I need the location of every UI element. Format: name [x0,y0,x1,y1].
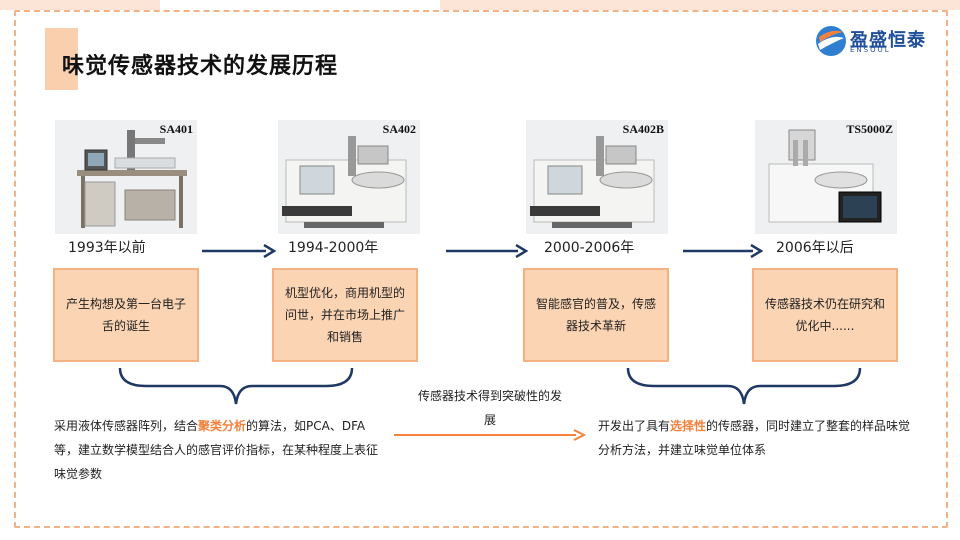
era-label: 1994-2000年 [288,240,379,256]
stage-card: 机型优化，商用机型的问世，并在市场上推广和销售 [272,268,418,362]
timeline-arrow-icon [202,244,276,258]
model-label: TS5000Z [846,122,893,136]
stage-description: 产生构想及第一台电子舌的诞生 [65,297,186,333]
summary-text: 的算法，如PCA、DFA等，建立数学模型结合人的感官评价指标，在某种程度上表征味… [54,419,379,481]
product-image-sa402: SA402 [278,120,420,234]
summary-text: 采用液体传感器阵列，结合 [54,419,199,433]
model-label: SA401 [159,122,193,136]
instrument-sa402-icon [282,136,407,228]
logo-text-en: ENSOUL [850,46,891,54]
right-summary: 开发出了具有选择性的传感器，同时建立了整套的样品味觉分析方法，并建立味觉单位体系 [598,414,918,462]
summary-text: 开发出了具有 [598,419,671,433]
product-image-sa402b: SA402B [526,120,668,234]
summary-text: 的传感器，同时建立了整套的样品味觉分析方法，并建立味觉单位体系 [598,419,911,457]
stage-description: 传感器技术仍在研究和优化中...... [764,297,885,333]
instrument-sa402b-icon [530,136,655,228]
top-right-decoration [440,0,960,10]
transition-arrow-icon [394,429,587,441]
stage-card: 传感器技术仍在研究和优化中...... [752,268,898,362]
highlight-keyword: 聚类分析 [198,419,247,433]
product-image-sa401: SA401 [55,120,197,234]
stage-description: 智能感官的普及，传感器技术革新 [535,297,656,333]
timeline-arrow-icon [683,244,763,258]
product-image-ts5000z: TS5000Z [755,120,897,234]
title-accent-block [45,28,78,90]
stage-description: 机型优化，商用机型的问世，并在市场上推广和销售 [284,286,405,344]
model-label: SA402B [622,122,664,136]
model-label: SA402 [382,122,416,136]
company-logo: 盈盛恒泰 ENSOUL [814,22,930,62]
stage-card: 智能感官的普及，传感器技术革新 [523,268,669,362]
top-left-decoration [0,0,160,10]
logo-text-cn: 盈盛恒泰 [850,30,926,51]
right-brace-icon [626,367,862,405]
stage-card: 产生构想及第一台电子舌的诞生 [53,268,199,362]
dashed-frame [14,10,948,528]
era-label: 2006年以后 [776,240,854,256]
timeline-arrow-icon [446,244,528,258]
left-summary: 采用液体传感器阵列，结合聚类分析的算法，如PCA、DFA等，建立数学模型结合人的… [54,414,388,486]
instrument-ts5000z-icon [768,129,882,223]
breakthrough-note: 传感器技术得到突破性的发展 [418,389,563,427]
left-brace-icon [118,367,354,405]
era-label: 2000-2006年 [544,240,635,256]
era-label: 1993年以前 [68,240,146,256]
page-title: 味觉传感器技术的发展历程 [62,54,339,79]
instrument-sa401-icon [77,130,187,228]
logo-mark-icon [816,26,846,56]
highlight-keyword: 选择性 [670,419,707,433]
